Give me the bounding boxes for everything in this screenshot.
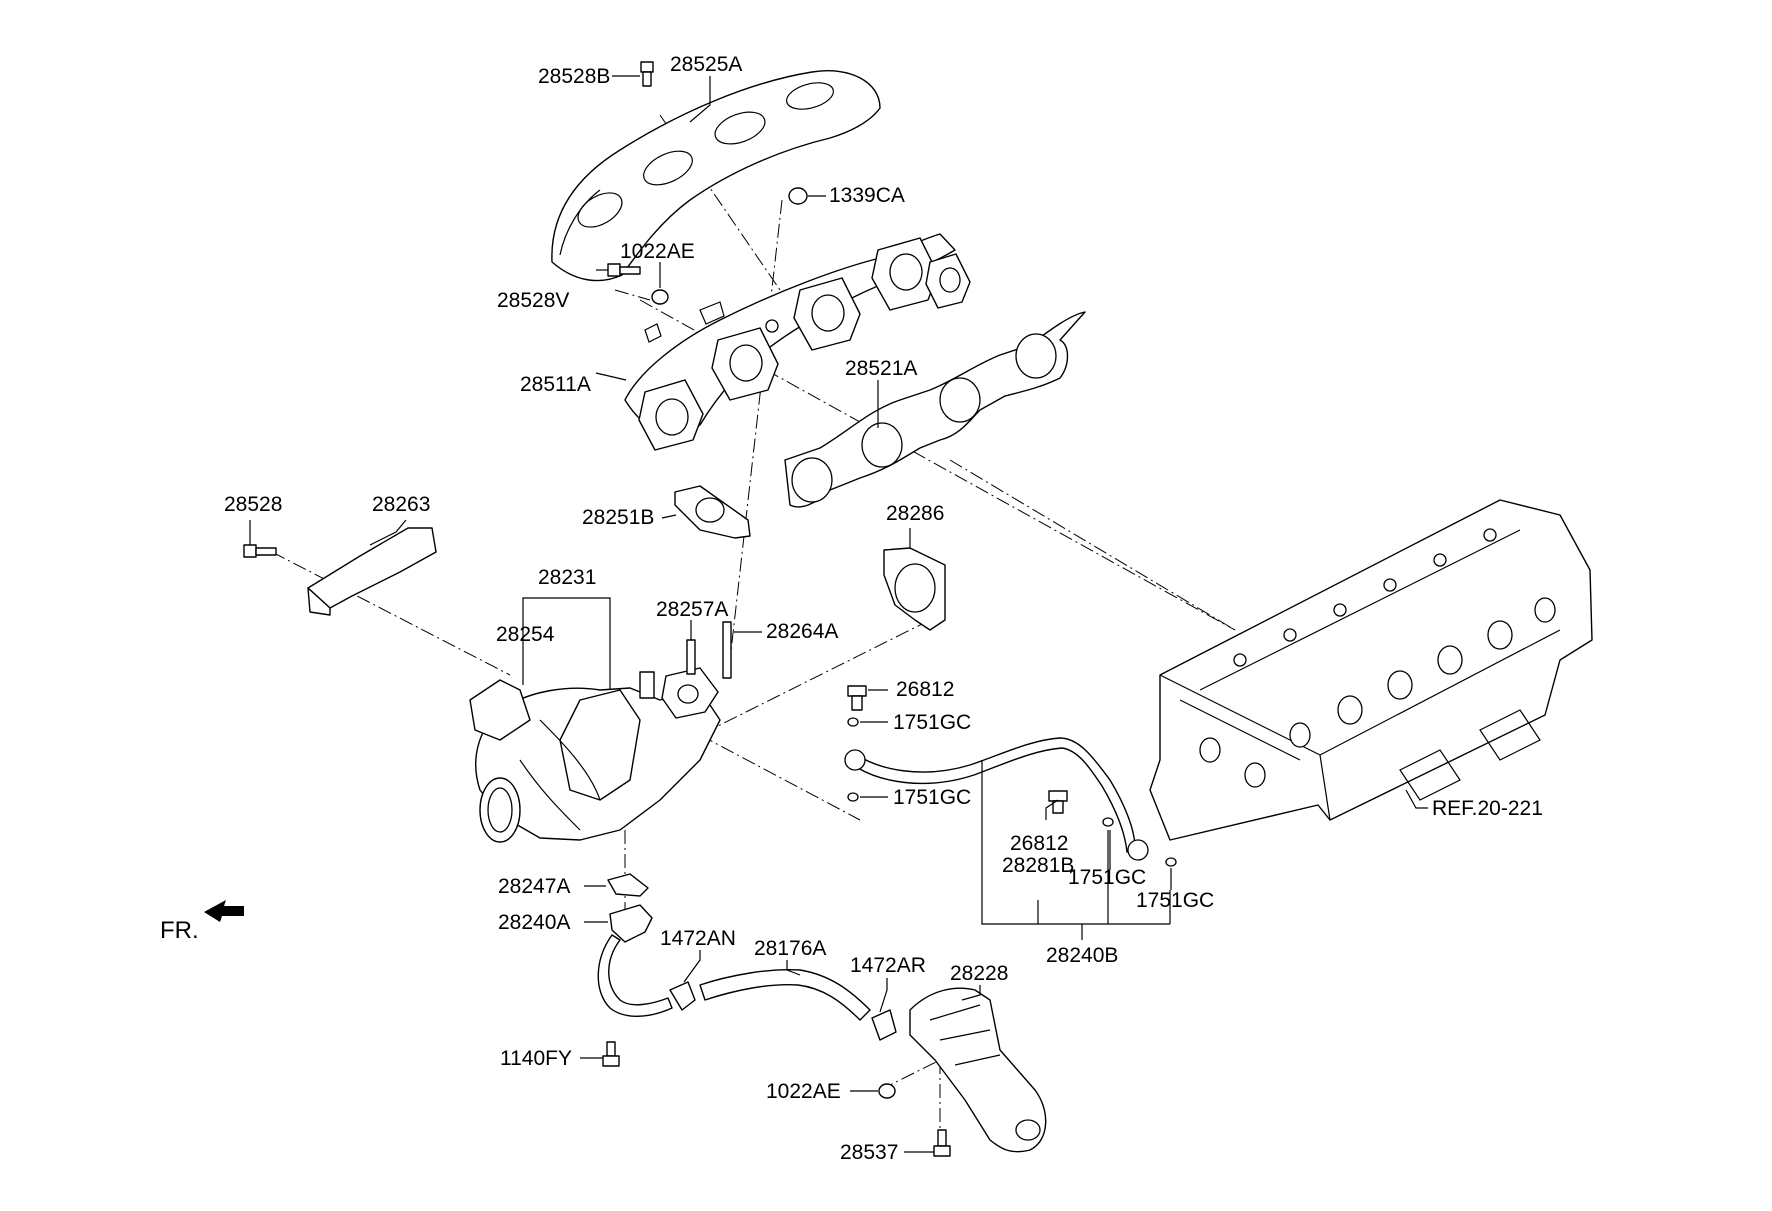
hose-clamp-1472ar[interactable]: [871, 1009, 897, 1041]
bolt-28528v[interactable]: [607, 263, 641, 277]
oil-return-hose-28176a[interactable]: [699, 968, 871, 1021]
label-28511a: 28511A: [520, 373, 591, 396]
nut-1022ae-top[interactable]: [651, 289, 669, 305]
heat-shield-28525a[interactable]: [551, 70, 881, 282]
oil-return-gasket-28247a[interactable]: [607, 873, 649, 897]
oil-return-pipe-28240a[interactable]: [597, 904, 673, 1017]
label-fr: FR.: [160, 917, 199, 944]
stud-28264a[interactable]: [722, 621, 732, 679]
banjo-bolt-26812-b[interactable]: [1048, 790, 1068, 814]
manifold-gasket-28521a[interactable]: [784, 311, 1086, 508]
bolt-28528[interactable]: [243, 544, 277, 558]
label-28254: 28254: [496, 623, 555, 646]
label-28240a: 28240A: [498, 911, 570, 934]
label-1140fy: 1140FY: [500, 1047, 572, 1070]
leader-lines: [249, 75, 1428, 1153]
label-1472an: 1472AN: [660, 927, 736, 950]
label-1751gc-b: 1751GC: [893, 786, 971, 809]
label-28521a: 28521A: [845, 357, 917, 380]
label-1339ca: 1339CA: [829, 184, 905, 207]
label-28525a: 28525A: [670, 53, 742, 76]
exhaust-manifold-28511a[interactable]: [624, 233, 971, 451]
label-28257a: 28257A: [656, 598, 728, 621]
cylinder-head-reference-20-221: [1149, 499, 1593, 841]
turbocharger-assembly-28231[interactable]: [469, 667, 721, 843]
label-1022ae-top: 1022AE: [620, 240, 695, 263]
bracket-28228[interactable]: [909, 987, 1047, 1153]
bolt-28528b[interactable]: [640, 61, 654, 87]
label-1751gc-c: 1751GC: [1068, 866, 1146, 889]
label-28251b: 28251B: [582, 506, 654, 529]
label-28528: 28528: [224, 493, 282, 516]
front-direction-arrow-icon: [204, 900, 244, 922]
part-labels: 28528B 28525A 1339CA 1022AE 28528V 28511…: [160, 53, 1543, 1164]
label-28281b: 28281B: [1002, 854, 1074, 877]
label-28286: 28286: [886, 502, 944, 525]
oil-feed-pipe-28240b[interactable]: [844, 737, 1149, 861]
label-26812-b: 26812: [1010, 832, 1068, 855]
hose-clamp-1472an[interactable]: [669, 981, 696, 1011]
gasket-28286[interactable]: [883, 547, 946, 631]
heat-shield-28263[interactable]: [307, 527, 437, 616]
label-1022ae-bottom: 1022AE: [766, 1080, 841, 1103]
label-28231: 28231: [538, 566, 596, 589]
label-28176a: 28176A: [754, 937, 826, 960]
bolt-28537[interactable]: [933, 1129, 951, 1157]
label-28240b: 28240B: [1046, 944, 1118, 967]
washers-1751gc[interactable]: [847, 717, 1177, 867]
label-1751gc-d: 1751GC: [1136, 889, 1214, 912]
label-28528b: 28528B: [538, 65, 610, 88]
nut-1022ae-bottom[interactable]: [878, 1083, 896, 1099]
bolt-1140fy[interactable]: [602, 1041, 620, 1067]
label-ref-20-221: REF.20-221: [1432, 797, 1543, 820]
label-28247a: 28247A: [498, 875, 570, 898]
label-1472ar: 1472AR: [850, 954, 926, 977]
banjo-bolt-26812-a[interactable]: [847, 685, 867, 711]
turbo-gasket-28251b[interactable]: [674, 485, 751, 539]
stud-28257a[interactable]: [686, 639, 696, 675]
label-28228: 28228: [950, 962, 1008, 985]
label-28264a: 28264A: [766, 620, 838, 643]
label-1751gc-a: 1751GC: [893, 711, 971, 734]
label-28537: 28537: [840, 1141, 898, 1164]
label-28263: 28263: [372, 493, 430, 516]
label-28528v: 28528V: [497, 289, 569, 312]
nut-1339ca[interactable]: [788, 187, 808, 205]
label-26812-a: 26812: [896, 678, 954, 701]
